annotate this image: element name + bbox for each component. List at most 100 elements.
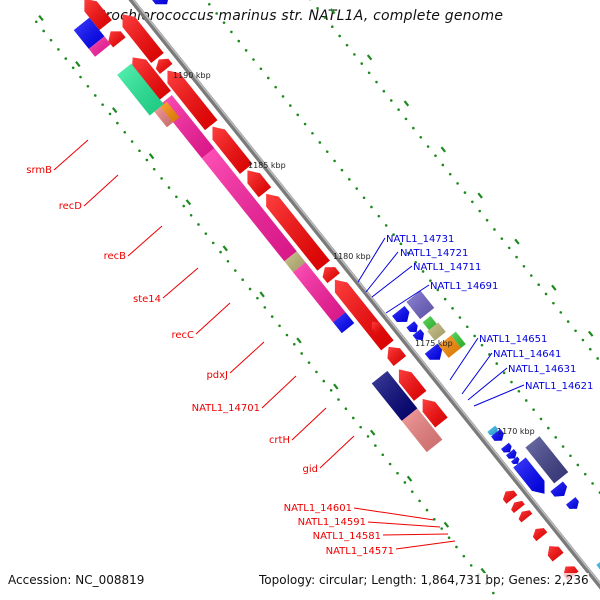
tick-dot-right xyxy=(230,30,233,34)
gene-fwd-i-shade xyxy=(596,561,600,570)
tick-dot-right xyxy=(532,408,535,411)
tick-dot-left xyxy=(315,370,318,374)
leader-line xyxy=(365,251,399,293)
tick-dot-far xyxy=(588,347,592,351)
leader-line xyxy=(461,352,493,395)
gene-label-NATL1_14701[interactable]: NATL1_14701 xyxy=(192,403,260,414)
gene-label-crtH[interactable]: crtH xyxy=(269,435,290,446)
leader-line xyxy=(195,302,231,335)
tick-dot-far xyxy=(330,25,334,29)
gene-label-NATL1_14591[interactable]: NATL1_14591 xyxy=(298,517,366,528)
tick-dot-left xyxy=(123,131,127,134)
leader-line xyxy=(449,337,479,381)
gene-label-NATL1_14631[interactable]: NATL1_14631 xyxy=(508,364,576,375)
gene-label-NATL1_14571[interactable]: NATL1_14571 xyxy=(326,546,394,557)
leader-line xyxy=(261,375,297,409)
leader-line xyxy=(371,265,413,298)
gene-label-NATL1_14731[interactable]: NATL1_14731 xyxy=(386,234,454,245)
backbone xyxy=(128,0,600,590)
gene-fwd-e-shade xyxy=(506,449,517,459)
gene-label-ste14[interactable]: ste14 xyxy=(133,294,161,305)
tick-dot-far xyxy=(463,191,467,194)
tick-dot-far xyxy=(412,126,415,130)
gene-label-pdxJ[interactable]: pdxJ xyxy=(206,370,228,381)
gene-label-NATL1_14651[interactable]: NATL1_14651 xyxy=(479,334,547,345)
leader-line xyxy=(162,267,199,299)
tick-dot-left xyxy=(226,260,230,263)
tick-dot-left xyxy=(447,536,451,540)
gene-label-NATL1_14711[interactable]: NATL1_14711 xyxy=(413,262,481,273)
tick-dot-left xyxy=(182,204,186,208)
gene-label-gid[interactable]: gid xyxy=(303,464,318,475)
gene-fwd-a-shade xyxy=(392,305,410,322)
tick-dot-right xyxy=(421,270,425,273)
major-tick xyxy=(366,54,373,61)
gene-label-NATL1_14691[interactable]: NATL1_14691 xyxy=(430,281,498,292)
gene-label-NATL1_14621[interactable]: NATL1_14621 xyxy=(525,381,593,392)
tick-dot-left xyxy=(49,38,53,42)
tick-dot-left xyxy=(307,361,311,364)
tick-dot-right xyxy=(591,482,594,485)
tick-dot-right xyxy=(407,251,410,255)
tick-dot-far xyxy=(360,62,364,65)
gene-label-srmB[interactable]: srmB xyxy=(26,165,52,176)
gene-label-recB[interactable]: recB xyxy=(104,251,127,262)
tick-dot-far xyxy=(456,182,459,185)
major-tick xyxy=(259,291,265,298)
tick-dot-right xyxy=(465,325,469,329)
gene-label-NATL1_14641[interactable]: NATL1_14641 xyxy=(493,349,561,360)
gene-NATL1_14701-shade xyxy=(371,321,384,335)
tick-dot-far xyxy=(537,283,540,287)
scale-label: 1170 kbp xyxy=(497,427,535,436)
genome-summary: Topology: circular; Length: 1,864,731 bp… xyxy=(259,573,589,587)
tick-dot-right xyxy=(259,67,263,71)
gene-NATL1_14631-shade xyxy=(501,442,512,453)
gene-fwd-b-shade xyxy=(406,321,418,333)
gene-label-NATL1_14601[interactable]: NATL1_14601 xyxy=(284,503,352,514)
tick-dot-left xyxy=(329,389,333,392)
tick-dot-right xyxy=(429,279,432,282)
gene-label-recC[interactable]: recC xyxy=(171,330,194,341)
gene-labels: srmB recD recB ste14 recC pdxJ NATL1_14701 crtH… xyxy=(26,165,593,557)
tick-dot-right xyxy=(399,242,403,246)
tick-dot-right xyxy=(414,260,417,264)
leader-line xyxy=(319,435,355,469)
gene-small-red-5-shade xyxy=(547,546,564,562)
tick-dot-left xyxy=(322,379,326,383)
tick-dot-right xyxy=(539,417,543,421)
tick-marks xyxy=(34,0,600,595)
major-tick xyxy=(333,383,339,390)
tick-dot-far xyxy=(323,16,327,19)
tick-dot-left xyxy=(152,167,156,171)
tick-dot-right xyxy=(252,58,255,61)
tick-dot-far xyxy=(404,117,408,121)
gene-crtH-shade xyxy=(371,370,418,421)
major-tick xyxy=(111,107,118,114)
gene-label-NATL1_14721[interactable]: NATL1_14721 xyxy=(400,248,468,259)
major-tick xyxy=(477,192,483,199)
tick-dot-far xyxy=(515,255,518,259)
major-tick xyxy=(587,330,594,337)
gene-salmon-1-shade xyxy=(154,106,174,128)
tick-dot-right xyxy=(502,371,506,375)
gene-label-NATL1_14581[interactable]: NATL1_14581 xyxy=(313,531,381,542)
gene-NATL1_14731-shade xyxy=(406,290,435,320)
tick-dot-left xyxy=(337,398,340,401)
tick-dot-left xyxy=(278,324,281,328)
tick-dot-far xyxy=(478,209,482,213)
tick-dot-right xyxy=(473,334,476,338)
major-tick xyxy=(514,238,520,245)
leader-line xyxy=(291,407,327,441)
tick-dot-left xyxy=(462,554,466,558)
tick-dot-far xyxy=(471,200,474,204)
backbone-highlight xyxy=(132,0,600,585)
tick-dot-left xyxy=(167,186,171,189)
tick-dot-left xyxy=(64,57,68,60)
tick-dot-right xyxy=(436,288,440,292)
tick-dot-right xyxy=(392,233,395,236)
gene-red-2-shade xyxy=(155,58,173,74)
tick-dot-left xyxy=(234,269,237,272)
gene-small-red-4-shade xyxy=(532,528,548,542)
gene-label-recD[interactable]: recD xyxy=(59,201,83,212)
gene-red-4-shade xyxy=(212,126,253,174)
